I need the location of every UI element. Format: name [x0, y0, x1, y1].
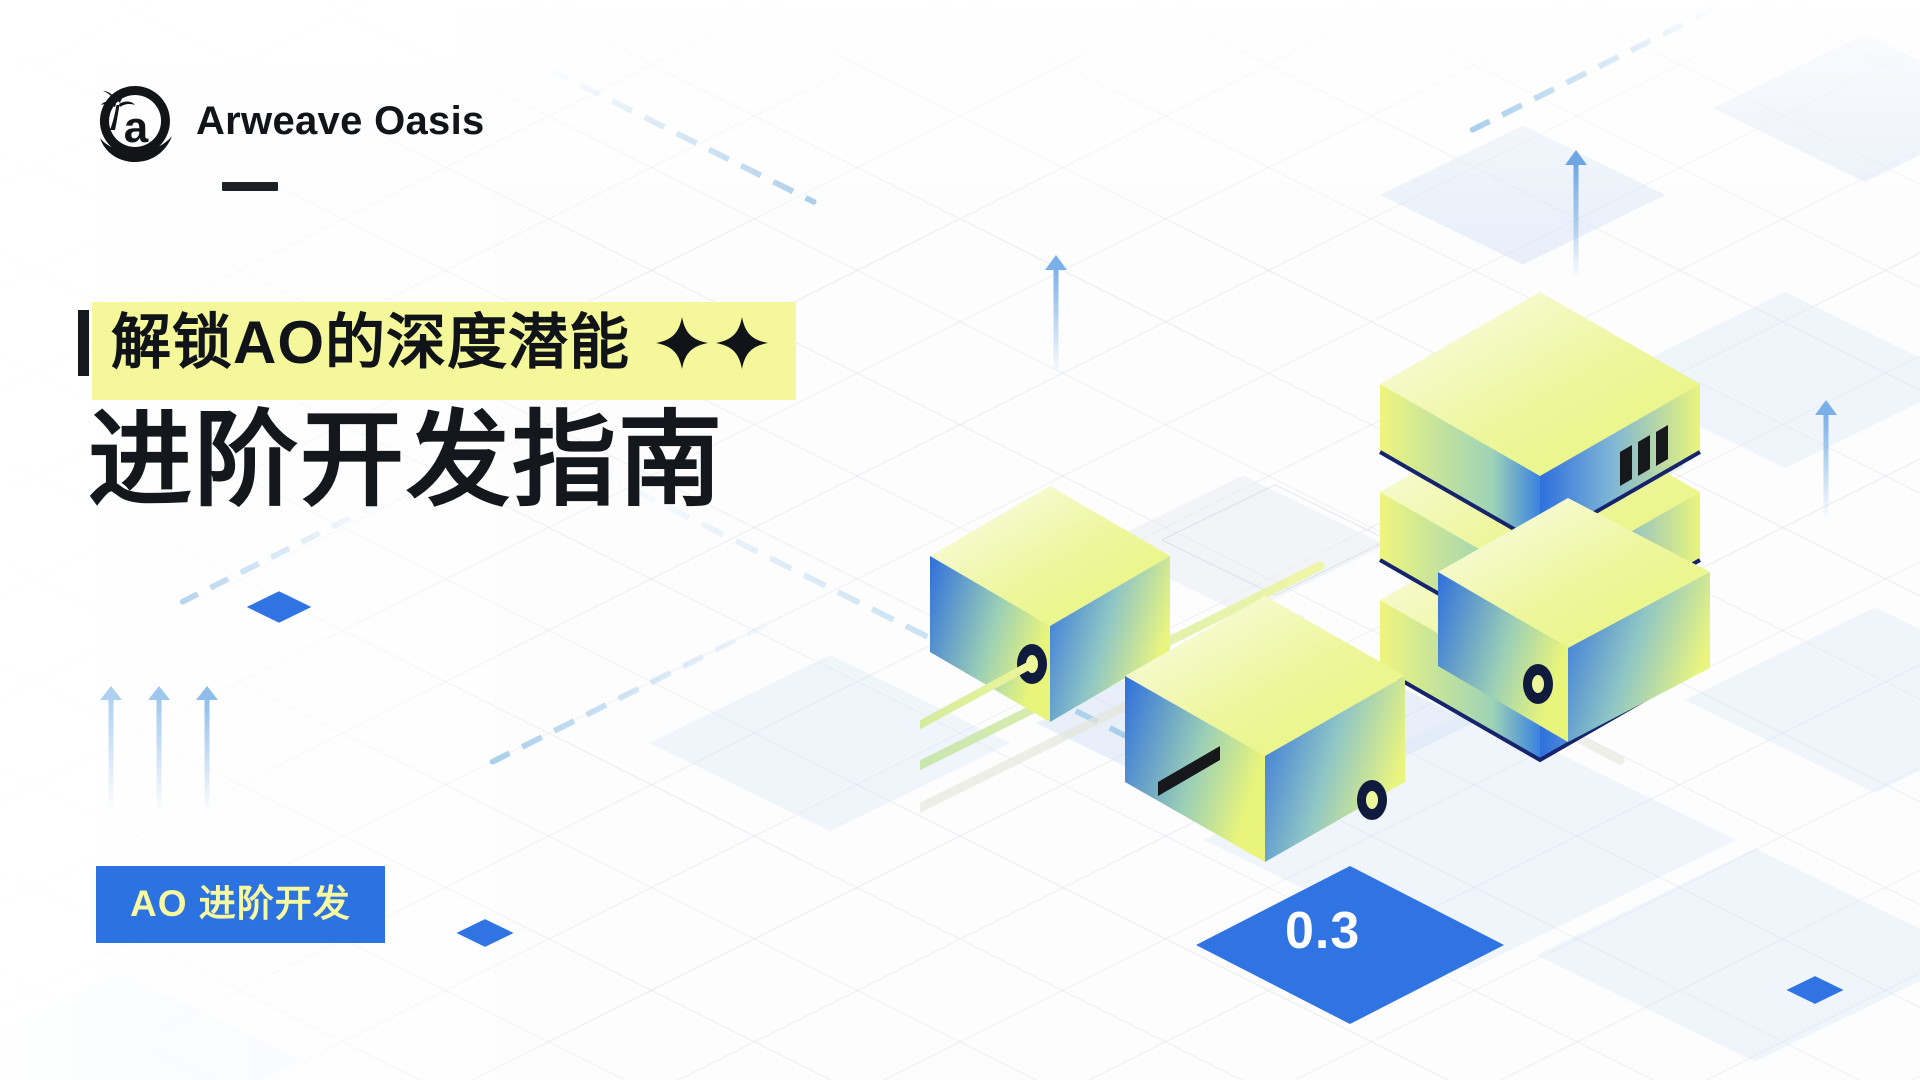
logo-underline [222, 182, 278, 191]
version-diamond [1196, 866, 1504, 1024]
category-badge[interactable]: AO 进阶开发 [96, 866, 385, 943]
grid-fade-top [0, 0, 1920, 260]
upward-arrow-icon [148, 686, 170, 812]
kicker-wrapper: 解锁AO的深度潜能 [78, 302, 796, 400]
server-vent-slots-icon [1158, 746, 1220, 796]
page-title: 进阶开发指南 [88, 403, 725, 519]
four-point-sparkle-icon [656, 317, 708, 369]
vertical-bar-accent-icon [78, 310, 89, 376]
node-cube-icon [930, 486, 1170, 722]
server-vent-slots-icon [1620, 425, 1668, 486]
node-cube-icon [1125, 596, 1405, 862]
four-point-sparkle-icon [716, 317, 768, 369]
brand-logo-row[interactable]: a Arweave Oasis [92, 78, 485, 164]
node-cube-icon [1438, 498, 1710, 742]
kicker-highlight: 解锁AO的深度潜能 [78, 302, 796, 400]
brand-name: Arweave Oasis [196, 98, 485, 143]
upward-arrow-icon [1815, 400, 1837, 520]
version-label: 0.3 [1285, 902, 1361, 960]
svg-text:a: a [124, 103, 149, 152]
arweave-oasis-palm-logo-icon: a [92, 78, 178, 164]
sparkle-group [654, 315, 770, 371]
server-stack-slab [1379, 292, 1701, 547]
upward-arrow-icon [1045, 255, 1067, 375]
upward-arrow-icon [1565, 150, 1587, 280]
isometric-illustration [920, 0, 1920, 1080]
kicker-text: 解锁AO的深度潜能 [111, 309, 630, 376]
category-badge-label: AO 进阶开发 [130, 883, 351, 924]
upward-arrow-icon [100, 686, 122, 812]
upward-arrow-icon [196, 686, 218, 812]
